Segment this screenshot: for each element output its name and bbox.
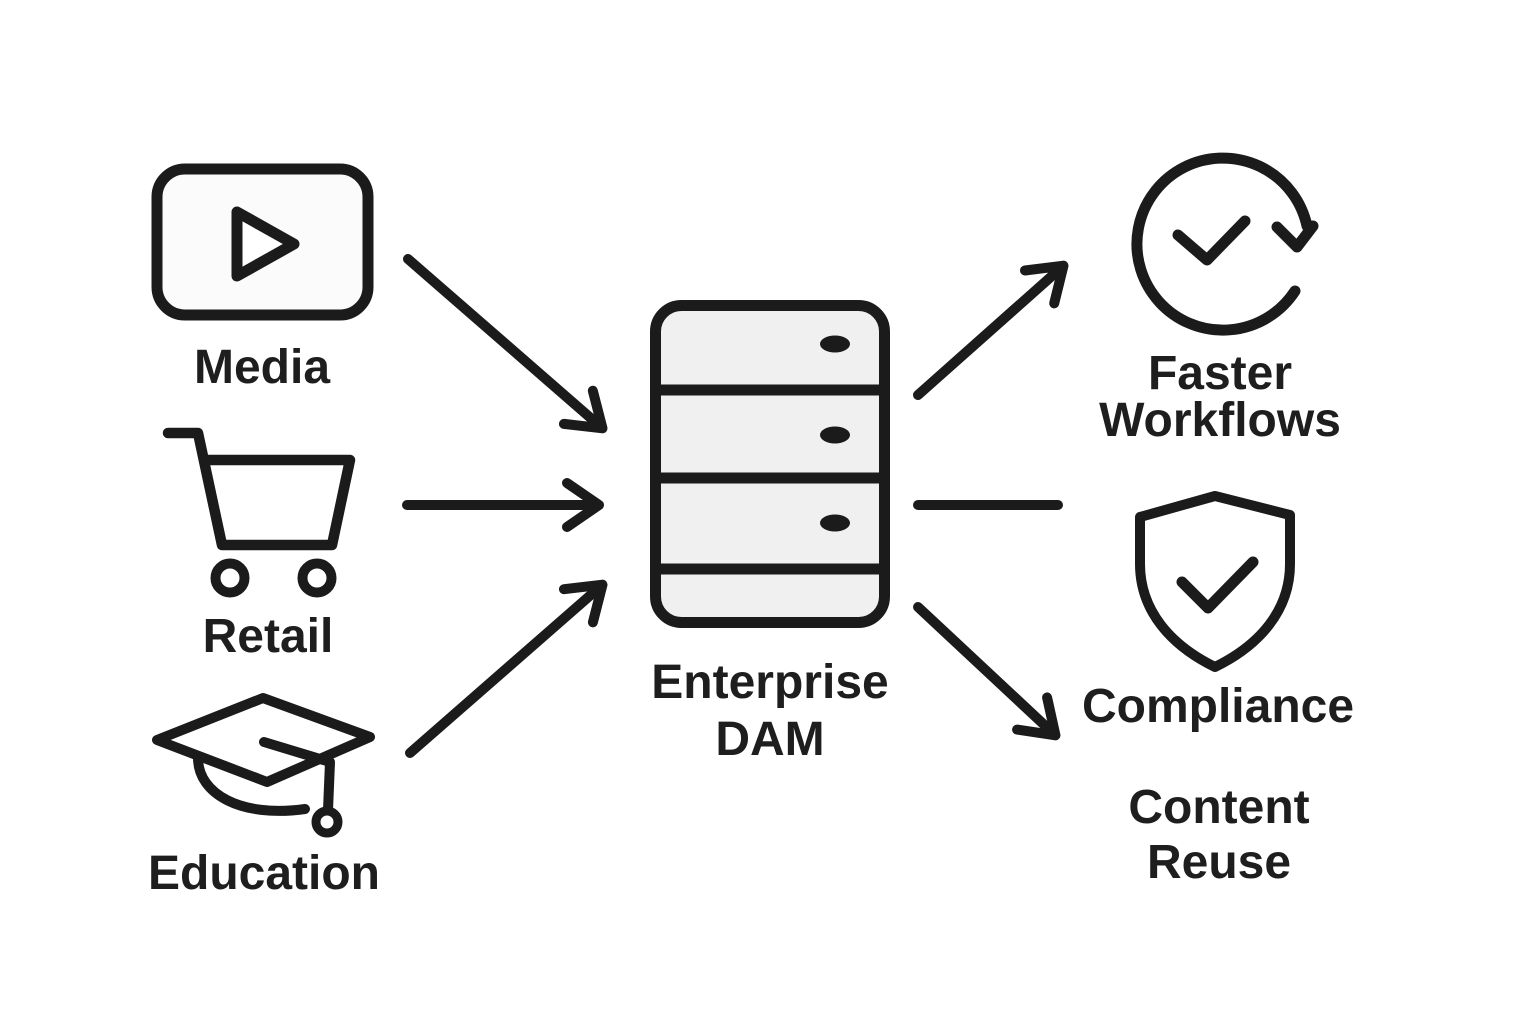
shield-check-icon: [1135, 491, 1295, 672]
media-label: Media: [193, 341, 331, 394]
arrow-education-to-dam: [405, 579, 608, 758]
arrow-dam-to-workflows: [913, 260, 1069, 400]
enterprise-dam-label: Enterprise DAM: [651, 654, 888, 768]
label-line: Workflows: [1099, 394, 1341, 447]
graduation-cap-icon: [152, 693, 375, 838]
server-icon: [650, 300, 890, 628]
label-line: Enterprise: [651, 656, 889, 709]
label-line: Content: [1128, 781, 1310, 834]
faster-workflows-label: Faster Workflows: [1099, 347, 1341, 447]
label-line: Faster: [1147, 347, 1293, 400]
arrow-media-to-dam: [403, 254, 608, 434]
shopping-cart-icon: [162, 427, 356, 598]
label-line: Reuse: [1146, 836, 1292, 889]
label-line: DAM: [715, 713, 825, 766]
compliance-label: Compliance: [1081, 680, 1355, 733]
education-label: Education: [147, 847, 381, 900]
video-play-icon: [151, 163, 374, 321]
arrow-dam-to-reuse: [913, 602, 1061, 741]
content-reuse-label: Content Reuse: [1128, 780, 1309, 890]
sync-check-icon: [1131, 152, 1319, 336]
retail-label: Retail: [202, 610, 334, 663]
